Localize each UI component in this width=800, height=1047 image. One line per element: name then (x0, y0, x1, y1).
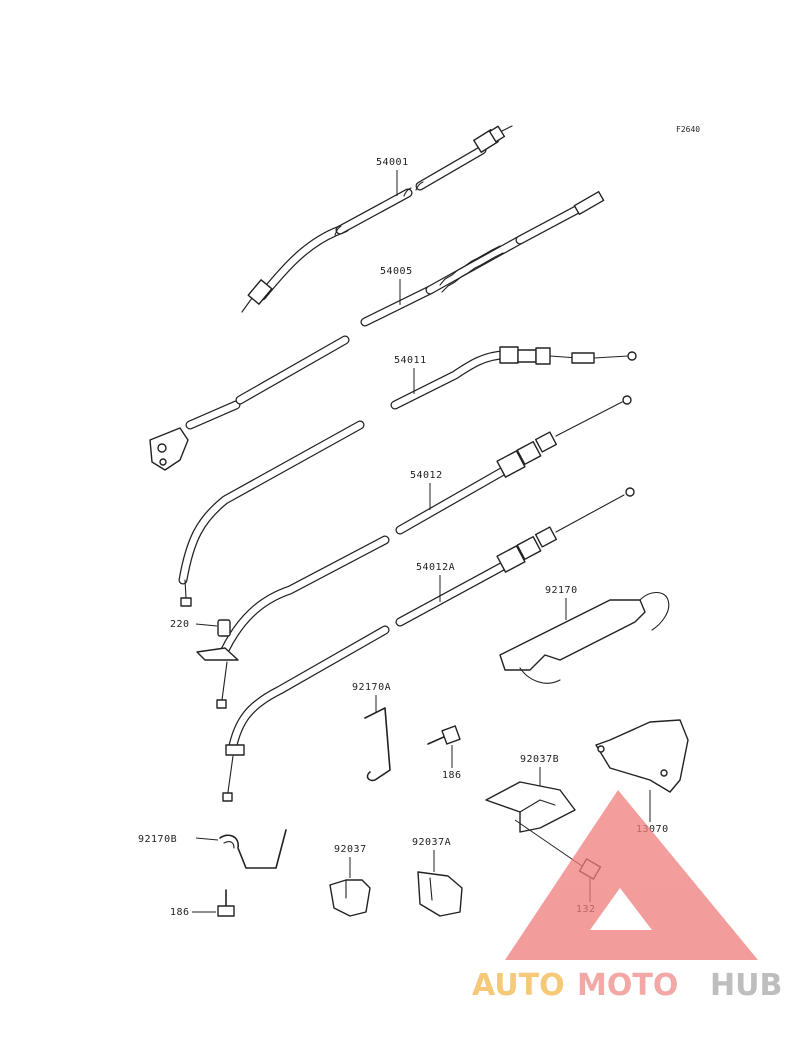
bracket-92170 (499, 591, 670, 684)
label-92170: 92170 (545, 585, 578, 596)
clamp-92037A (417, 871, 463, 917)
label-54012: 54012 (410, 470, 443, 481)
label-186-lower: 186 (170, 907, 190, 918)
label-54001: 54001 (376, 157, 409, 168)
label-13070: 13070 (636, 824, 669, 835)
figure-code: F2640 (676, 125, 700, 134)
label-92170B: 92170B (138, 834, 177, 845)
cable-54012 (196, 395, 632, 709)
label-92037B: 92037B (520, 754, 559, 765)
cable-54012A (222, 487, 635, 802)
plate-13070 (595, 719, 689, 793)
label-220: 220 (170, 619, 190, 630)
watermark-logo: AUTO MOTO HUB (472, 790, 782, 1003)
cable-54005 (149, 190, 605, 471)
label-54005: 54005 (380, 266, 413, 277)
label-54011: 54011 (394, 355, 427, 366)
label-54012A: 54012A (416, 562, 455, 573)
watermark-brand-moto: MOTO (577, 968, 678, 1003)
label-92037A: 92037A (412, 837, 451, 848)
cable-54011 (178, 346, 637, 607)
part-220 (217, 619, 231, 637)
clamp-92037 (329, 879, 371, 917)
cable-54001 (241, 125, 513, 313)
bolt-186-upper (427, 725, 461, 745)
watermark-triangle (505, 790, 758, 960)
clip-92170A (364, 707, 391, 782)
label-186-upper: 186 (442, 770, 462, 781)
label-92037: 92037 (334, 844, 367, 855)
bolt-186-lower (217, 889, 235, 917)
label-92170A: 92170A (352, 682, 391, 693)
bracket-92037B (485, 781, 576, 833)
watermark-brand-hub: HUB (710, 968, 782, 1003)
clip-92170B (219, 829, 287, 869)
watermark-brand-auto: AUTO (472, 968, 565, 1003)
